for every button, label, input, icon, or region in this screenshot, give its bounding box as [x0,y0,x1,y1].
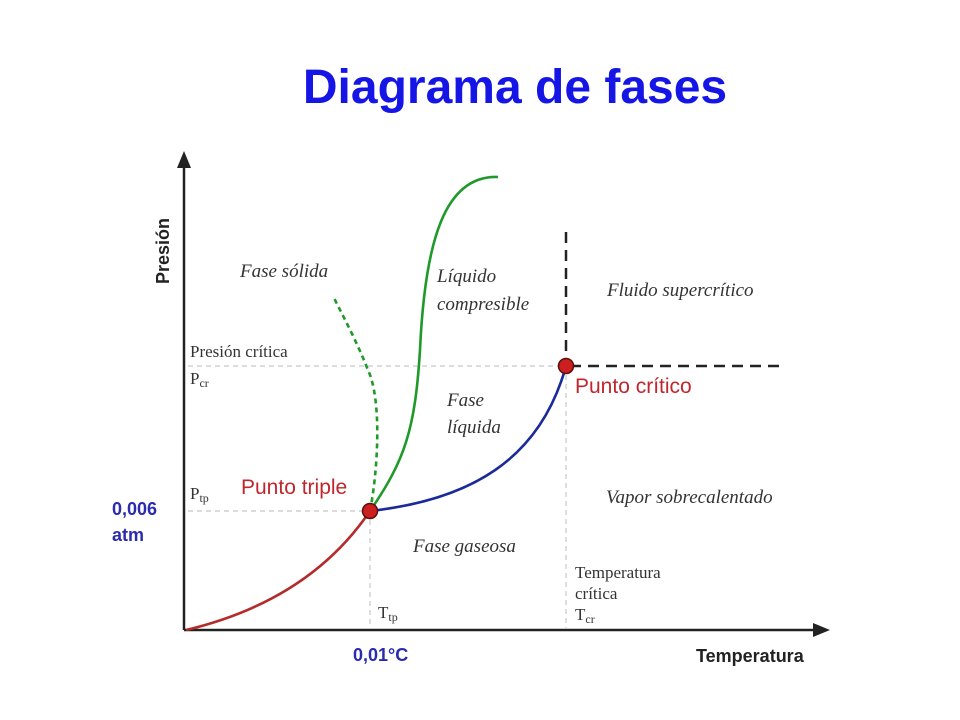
compressible-liquid-label-2: compresible [437,294,529,315]
t-tp-sub: tp [388,610,397,624]
triple-point-marker [361,502,379,520]
t-cr-main: T [575,605,586,624]
p-cr-label: Pcr [190,369,209,390]
p-tp-label: Ptp [190,484,209,505]
superheated-vapor-label: Vapor sobrecalentado [606,487,773,508]
p-cr-sub: cr [199,376,208,390]
p-cr-main: P [190,369,199,388]
p-tp-sub: tp [199,491,208,505]
triple-pressure-value-2: atm [112,525,144,545]
solid-region-label: Fase sólida [239,261,328,282]
y-axis-arrow [177,151,191,168]
liquid-region-label-2: líquida [447,417,501,438]
gas-region-label: Fase gaseosa [412,536,516,557]
t-cr-label: Tcr [575,605,595,626]
triple-point-label: Punto triple [241,476,347,499]
x-axis-arrow [813,623,830,637]
triple-temperature-value: 0,01°C [353,645,408,665]
critical-point-marker [557,357,575,375]
axes [182,164,818,632]
vaporization-curve [369,365,568,513]
anomalous-fusion-curve [332,297,379,512]
supercritical-region-label: Fluido supercrítico [606,280,754,301]
critical-point-label: Punto crítico [575,375,692,398]
supercritical-boundaries [564,232,780,368]
triple-pressure-value-1: 0,006 [112,499,157,519]
critical-temperature-label-1: Temperatura [575,563,661,582]
y-axis-label: Presión [153,218,173,284]
liquid-region-label-1: Fase [446,390,484,411]
page-title: Diagrama de fases [302,61,728,114]
guide-lines [188,365,567,628]
compressible-liquid-label-1: Líquido [436,266,496,287]
fusion-curve [368,175,499,512]
t-cr-sub: cr [585,612,594,626]
t-tp-label: Ttp [378,603,398,624]
p-tp-main: P [190,484,199,503]
critical-temperature-label-2: crítica [575,584,618,603]
critical-pressure-label: Presión crítica [190,342,288,361]
t-tp-main: T [378,603,389,622]
x-axis-label: Temperatura [696,646,805,666]
sublimation-curve [185,510,372,632]
